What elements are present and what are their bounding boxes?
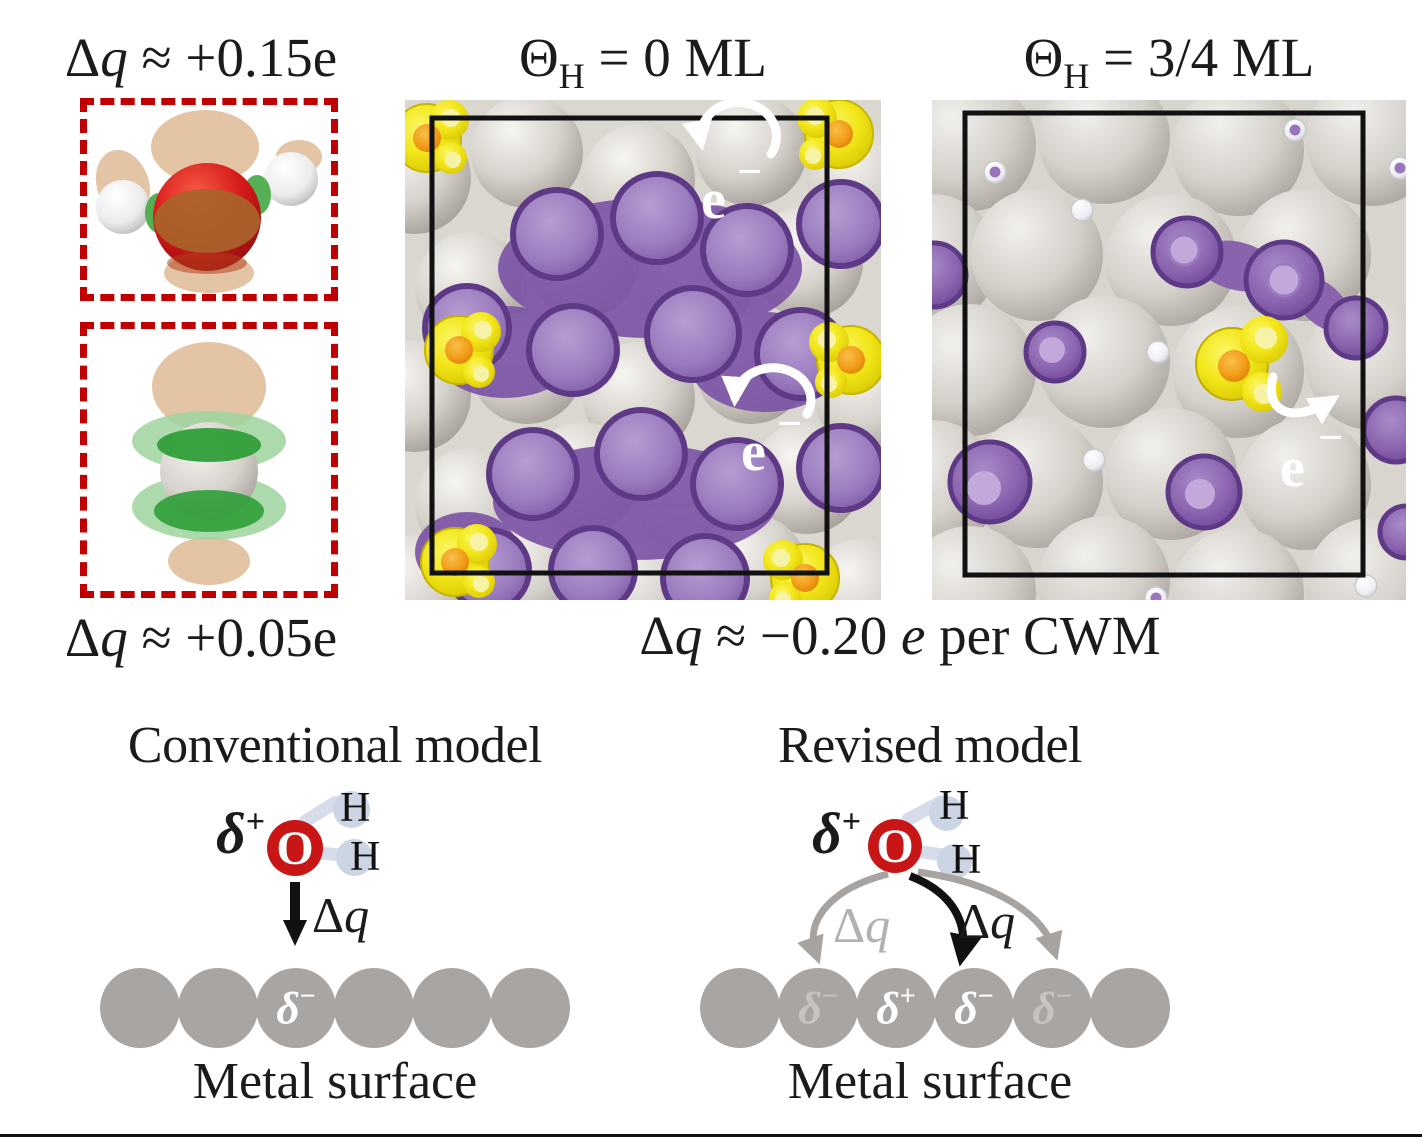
theta-subscript: H xyxy=(1063,56,1090,96)
charge-density-render-0ml: e − e − xyxy=(359,94,927,650)
delta-symbol: Δ xyxy=(639,605,675,666)
q-symbol: q xyxy=(865,897,891,953)
hydrogen-circle-top xyxy=(929,796,964,831)
delta-symbol: Δ xyxy=(833,897,866,953)
electron-superscript: − xyxy=(1318,413,1343,462)
charge-transfer-arrow-down xyxy=(283,882,307,946)
conventional-model-title: Conventional model xyxy=(127,717,543,774)
brown-overlay-lobe xyxy=(154,189,260,253)
charge-transfer-caption: Δq ≈ −0.20 e per CWM xyxy=(480,604,1320,667)
hydrogen-label-bottom: H xyxy=(951,837,982,883)
q-symbol: q xyxy=(990,893,1016,949)
metal-surface-label: Metal surface xyxy=(192,1053,478,1110)
q-symbol: q xyxy=(100,607,128,668)
electron-superscript: − xyxy=(777,399,802,448)
delta-symbol: Δ xyxy=(958,893,991,949)
metal-atom xyxy=(334,968,414,1048)
metal-atom xyxy=(1090,968,1170,1048)
tan-depletion-lobes xyxy=(152,342,266,585)
gray-arc-left xyxy=(797,870,889,965)
theta-symbol: Θ xyxy=(1023,27,1064,88)
metal-atom xyxy=(412,968,492,1048)
metal-atom xyxy=(178,968,258,1048)
unit-cell-frame xyxy=(429,115,830,576)
delta-symbol: δ xyxy=(216,801,246,866)
dq-arrow-label: Δq xyxy=(312,886,369,944)
oxygen-label: O xyxy=(876,819,914,873)
charge-value: ≈ +0.15e xyxy=(127,27,338,88)
metal-atom-delta-minus: δ− xyxy=(256,968,336,1048)
coverage-value: = 0 ML xyxy=(584,27,767,88)
red-bottom-stripe xyxy=(167,252,247,274)
coverage-value: = 3/4 ML xyxy=(1089,27,1315,88)
hydrogen-label-top: H xyxy=(939,783,970,829)
caption-value: ≈ −0.20 xyxy=(702,605,901,666)
black-arc-center xyxy=(908,872,982,967)
hydrogen-circle-top xyxy=(333,791,370,828)
q-symbol: q xyxy=(100,27,128,88)
theta-subscript: H xyxy=(558,56,585,96)
delta-symbol: Δ xyxy=(64,607,101,668)
electron-transfer-arrow-top xyxy=(682,97,781,159)
delta-plus-label: δ+ xyxy=(812,800,861,867)
metal-atom xyxy=(490,968,570,1048)
charge-label-water: Δq ≈ +0.15e xyxy=(36,26,366,89)
delta-symbol: δ xyxy=(812,801,842,866)
dq-arc-label-gray: Δq xyxy=(833,896,890,954)
metal-surface-label: Metal surface xyxy=(787,1053,1073,1110)
q-symbol: q xyxy=(674,605,703,666)
metal-isosurface-render xyxy=(132,342,286,585)
hydrogen-circle-bottom xyxy=(336,839,373,876)
charge-value: ≈ +0.05e xyxy=(127,607,338,668)
plus-sign: + xyxy=(841,803,862,841)
hydrogen-label-top: H xyxy=(340,785,371,831)
electron-superscript: − xyxy=(737,147,762,196)
gray-arc-right xyxy=(917,868,1063,961)
panel-title-0ml: ΘH = 0 ML xyxy=(405,26,881,97)
caption-unit: per CWM xyxy=(925,605,1161,666)
hydrogen-label-bottom: H xyxy=(350,834,381,880)
delta-plus-label: δ+ xyxy=(216,800,265,867)
electron-label: e xyxy=(1280,437,1305,499)
water-isosurface-render xyxy=(95,110,322,293)
purple-accumulation-blobs xyxy=(899,215,1422,561)
hydrogen-sphere-right xyxy=(264,152,318,206)
oxygen-label: O xyxy=(276,821,314,875)
electron-transfer-arrow-bottom xyxy=(721,363,816,419)
metal-atom xyxy=(100,968,180,1048)
green-torus-bands xyxy=(154,428,264,532)
panel-title-34ml: ΘH = 3/4 ML xyxy=(932,26,1406,97)
dq-arc-label-black: Δq xyxy=(958,892,1015,950)
metal-atom-delta-minus: δ− xyxy=(934,968,1014,1048)
q-symbol: q xyxy=(344,887,370,943)
metal-atom-delta-plus: δ+ xyxy=(856,968,936,1048)
oxygen-atom: O xyxy=(868,819,922,873)
theta-symbol: Θ xyxy=(518,27,559,88)
figure-bottom-rule xyxy=(0,1134,1422,1137)
charge-density-panel-0ml: e − e − xyxy=(359,94,927,650)
unit-cell-frame xyxy=(962,110,1366,578)
charge-transfer-arcs xyxy=(797,868,1063,967)
metal-atom-delta-minus-faded: δ− xyxy=(778,968,858,1048)
water-depletion-blobs xyxy=(392,98,886,614)
electron-label: e xyxy=(741,421,766,483)
oxygen-atom: O xyxy=(267,820,323,876)
charge-label-metal: Δq ≈ +0.05e xyxy=(36,606,366,669)
metal-atom-box xyxy=(80,322,338,598)
water-molecule-box xyxy=(80,98,338,301)
delta-symbol: Δ xyxy=(312,887,345,943)
electron-transfer-arrow xyxy=(1266,372,1340,425)
revised-model-title: Revised model xyxy=(777,717,1083,774)
delta-symbol: Δ xyxy=(64,27,101,88)
hydrogen-sphere-left xyxy=(96,180,150,234)
metal-atom xyxy=(700,968,780,1048)
charge-density-panel-34ml: e − xyxy=(866,72,1422,660)
electron-label: e xyxy=(701,169,726,231)
charge-density-render-34ml: e − xyxy=(866,72,1422,660)
metal-atom-delta-minus-faded: δ− xyxy=(1012,968,1092,1048)
e-symbol: e xyxy=(900,605,926,666)
plus-sign: + xyxy=(245,803,266,841)
